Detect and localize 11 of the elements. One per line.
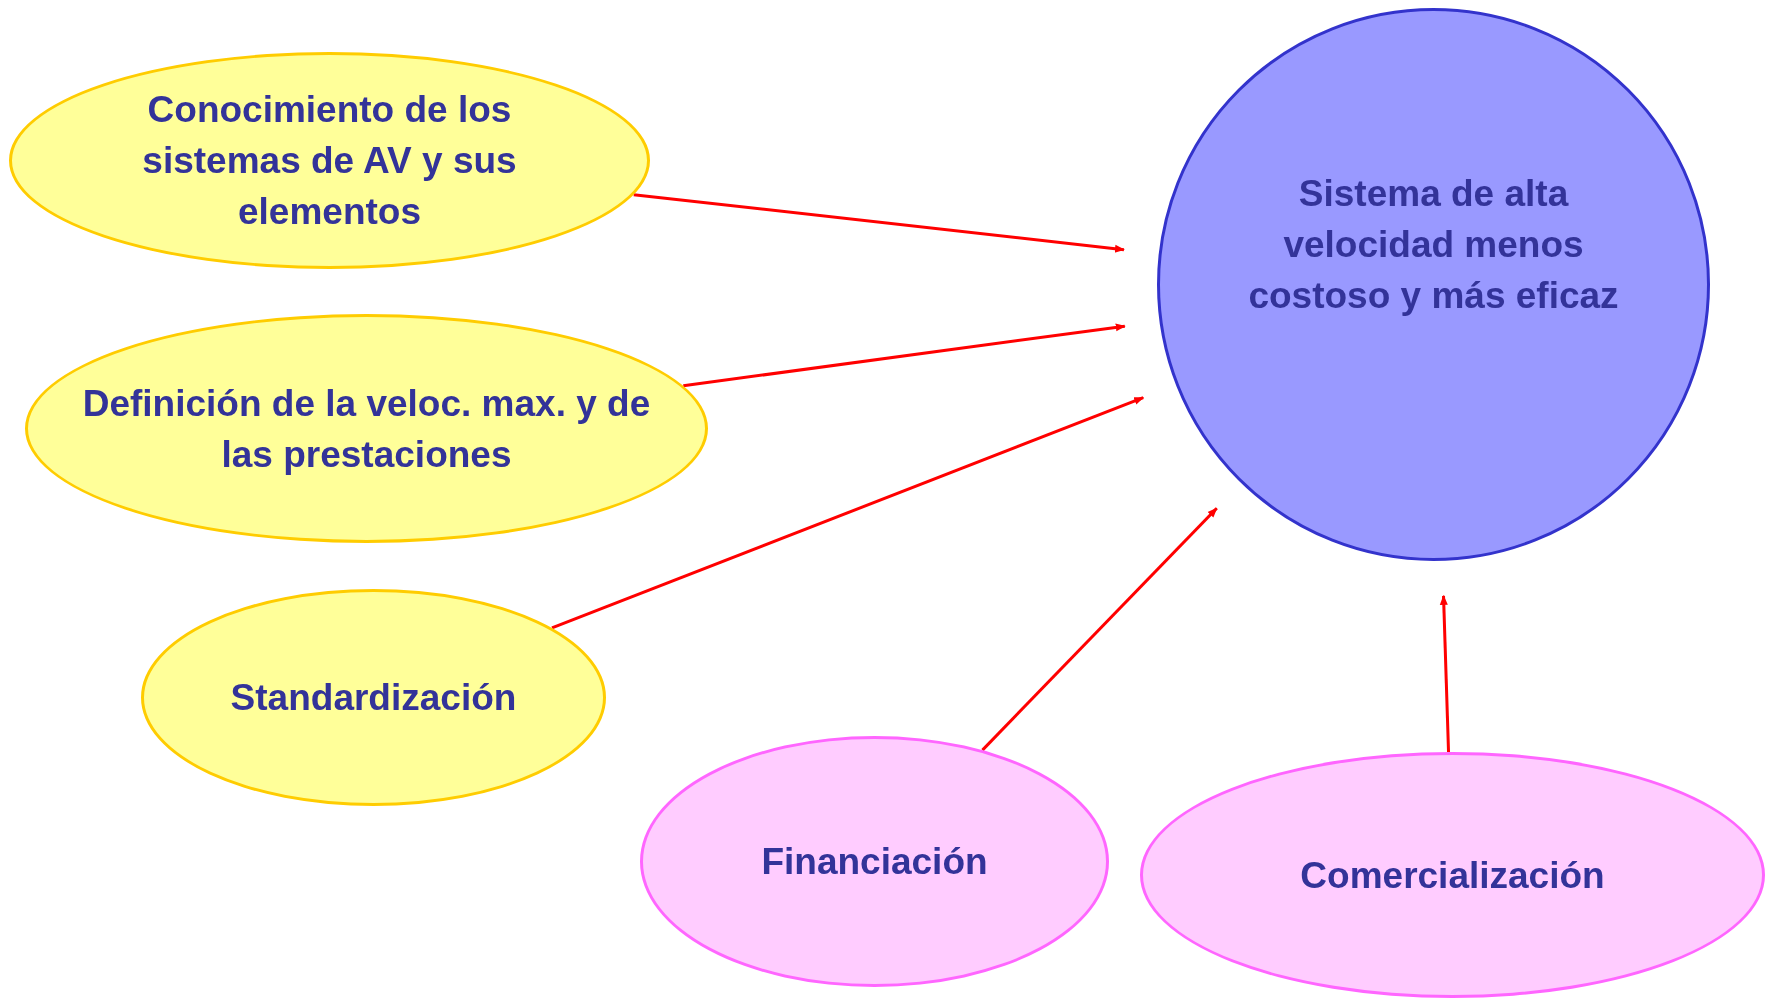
arrow — [1439, 594, 1451, 753]
node-text: Conocimiento de los sistemas de AV y sus elementos — [141, 88, 518, 234]
arrow — [551, 396, 1145, 630]
node-text: Sistema de alta velocidad menos costoso y más eficaz — [1247, 172, 1620, 318]
node-text: Definición de la veloc. max. y de las prestaciones — [81, 381, 652, 477]
arrow — [633, 193, 1125, 253]
node-text: Comercialización — [1300, 853, 1605, 898]
node-text: Financiación — [761, 840, 988, 884]
arrow — [683, 323, 1126, 388]
arrow — [981, 507, 1218, 752]
node-text: Standardización — [230, 676, 517, 720]
